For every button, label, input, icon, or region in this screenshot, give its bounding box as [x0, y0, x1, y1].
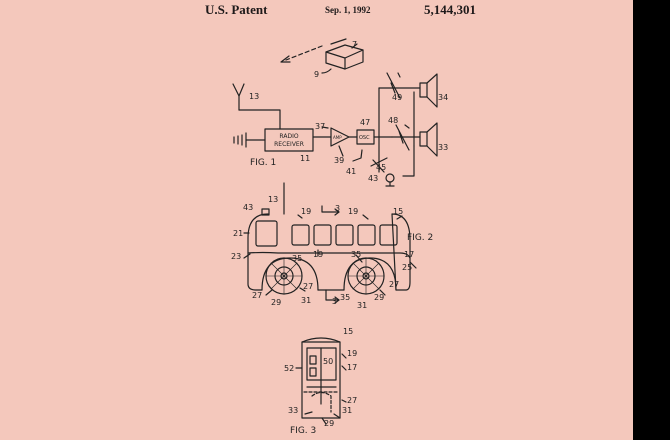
fig1-ref: 39: [334, 156, 344, 165]
fig2-ref: 3: [332, 297, 337, 306]
fig1-diagram: [232, 38, 438, 187]
fig2-ref: 27: [252, 291, 262, 300]
patent-number: 5,144,301: [424, 2, 476, 17]
fig2-front-window: [255, 220, 278, 247]
fig2-ref: 13: [268, 195, 278, 204]
fig1-ref: 9: [314, 70, 319, 79]
fig3-ref: 52: [284, 364, 294, 373]
fig3-diagram: [295, 337, 347, 425]
fig1-indicator-lamp: [385, 173, 395, 183]
fig2-window: [357, 224, 376, 246]
patent-sheet: U.S. Patent Sep. 1, 1992 5,144,301: [0, 0, 633, 440]
fig1-ref: 11: [300, 154, 310, 163]
patent-label: U.S. Patent: [205, 2, 268, 17]
fig3-ref: 19: [347, 349, 357, 358]
fig2-window: [313, 224, 332, 246]
fig3-ref: 29: [324, 419, 334, 428]
fig3-ref: 33: [288, 406, 298, 415]
fig2-ref: 19: [348, 207, 358, 216]
fig1-ref: 13: [249, 92, 259, 101]
fig1-receiver-label: RECEIVER: [274, 141, 304, 148]
fig1-ref: 45: [376, 163, 386, 172]
patent-drawing: 7 9 13 37 47 48 49 34 33 11 39 41 45 43 …: [231, 38, 448, 436]
fig2-ref: 23: [231, 252, 241, 261]
fig1-transmitter: [325, 38, 364, 70]
fig1-antenna: [232, 83, 281, 130]
fig1-amp-label: AMP: [333, 135, 342, 140]
fig2-ref: 29: [374, 293, 384, 302]
fig2-ref: 21: [233, 229, 243, 238]
fig2-front-wheel: [265, 257, 303, 295]
patent-date: Sep. 1, 1992: [325, 5, 371, 15]
fig1-amplifier: [330, 127, 350, 147]
fig1-signal-path: [285, 45, 323, 61]
fig2-ref: 25: [402, 263, 412, 272]
fig2-ref: 31: [357, 301, 367, 310]
fig3-caption: FIG. 3: [290, 426, 316, 436]
fig2-ref: 35: [340, 293, 350, 302]
fig1-ref: 34: [438, 93, 448, 102]
scan-edge: [633, 0, 670, 440]
fig2-caption: FIG. 2: [407, 233, 433, 243]
fig1-ref: 41: [346, 167, 356, 176]
fig2-ref: 27: [303, 282, 313, 291]
fig2-diagram: [243, 182, 417, 304]
fig1-ref: 48: [388, 116, 398, 125]
fig2-ref: 15: [393, 207, 403, 216]
fig2-ref: 35: [351, 250, 361, 259]
fig2-ref: 27: [389, 280, 399, 289]
fig1-speaker-33: [419, 122, 438, 157]
fig3-ref: 15: [343, 327, 353, 336]
fig2-window: [335, 224, 354, 246]
fig1-ref: 33: [438, 143, 448, 152]
fig2-rear-wheel: [347, 257, 385, 295]
fig2-ref: 35: [292, 254, 302, 263]
fig2-ref: 31: [301, 296, 311, 305]
fig3-ref: 31: [342, 406, 352, 415]
fig1-caption: FIG. 1: [250, 158, 276, 168]
fig1-signal-arrow: [280, 55, 291, 63]
fig1-osc-label: OSC: [359, 135, 370, 141]
fig2-window: [291, 224, 310, 246]
fig3-ref: 50: [323, 357, 333, 366]
fig1-ref: 43: [368, 174, 378, 183]
fig1-speaker-34: [419, 73, 438, 108]
fig1-ref: 49: [392, 93, 402, 102]
fig1-ground: [233, 132, 266, 148]
fig2-ref: 19: [301, 207, 311, 216]
fig2-ref: 29: [271, 298, 281, 307]
fig2-ref: 3: [335, 204, 340, 213]
fig1-ref: 47: [360, 118, 370, 127]
fig1-ref: 37: [315, 122, 325, 131]
fig2-window: [379, 224, 398, 246]
fig3-ref: 17: [347, 363, 357, 372]
fig2-ref: 43: [243, 203, 253, 212]
fig1-ref: 7: [352, 40, 357, 49]
fig3-ref: 27: [347, 396, 357, 405]
fig1-receiver-label: RADIO: [279, 133, 298, 140]
fig2-ref: 19: [313, 250, 323, 259]
fig2-ref: 17: [404, 250, 414, 259]
fig2-bus-body: [247, 213, 411, 291]
